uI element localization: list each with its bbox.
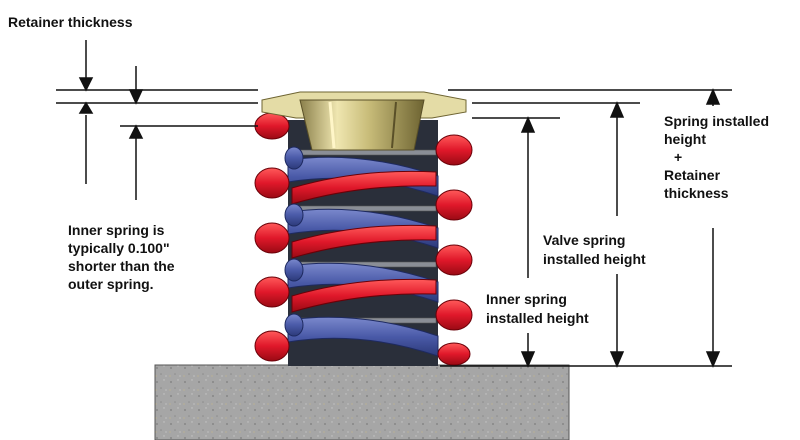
spring-plus-retainer-line-2: height <box>664 131 706 147</box>
spring-plus-retainer-label: Spring installed height + Retainer thick… <box>664 112 769 202</box>
inner-spring-note-line-3: shorter than the <box>68 258 175 274</box>
inner-spring-note-line-2: typically 0.100" <box>68 240 170 256</box>
valve-spring-label-line-1: Valve spring <box>543 232 626 248</box>
inner-spring-label-line-2: installed height <box>486 310 589 326</box>
spring-plus-retainer-line-1: Spring installed <box>664 113 770 129</box>
spring-plus-retainer-line-4: Retainer <box>664 167 721 183</box>
valve-spring-label-line-2: installed height <box>543 251 646 267</box>
spring-seat-base <box>154 364 570 440</box>
valve-spring-installed-height-label: Valve spring installed height <box>543 231 646 269</box>
inner-spring-label-line-1: Inner spring <box>486 291 567 307</box>
retainer-thickness-label: Retainer thickness <box>8 14 133 30</box>
valve-spring <box>254 112 473 366</box>
retainer <box>261 91 467 151</box>
inner-spring-installed-height-label: Inner spring installed height <box>486 290 589 328</box>
dimension-lines <box>56 40 732 368</box>
inner-spring-note-line-4: outer spring. <box>68 276 154 292</box>
inner-spring-note: Inner spring is typically 0.100" shorter… <box>68 221 175 293</box>
spring-plus-retainer-line-3: + <box>674 149 683 165</box>
inner-spring-note-line-1: Inner spring is <box>68 222 165 238</box>
spring-plus-retainer-line-5: thickness <box>664 185 729 201</box>
